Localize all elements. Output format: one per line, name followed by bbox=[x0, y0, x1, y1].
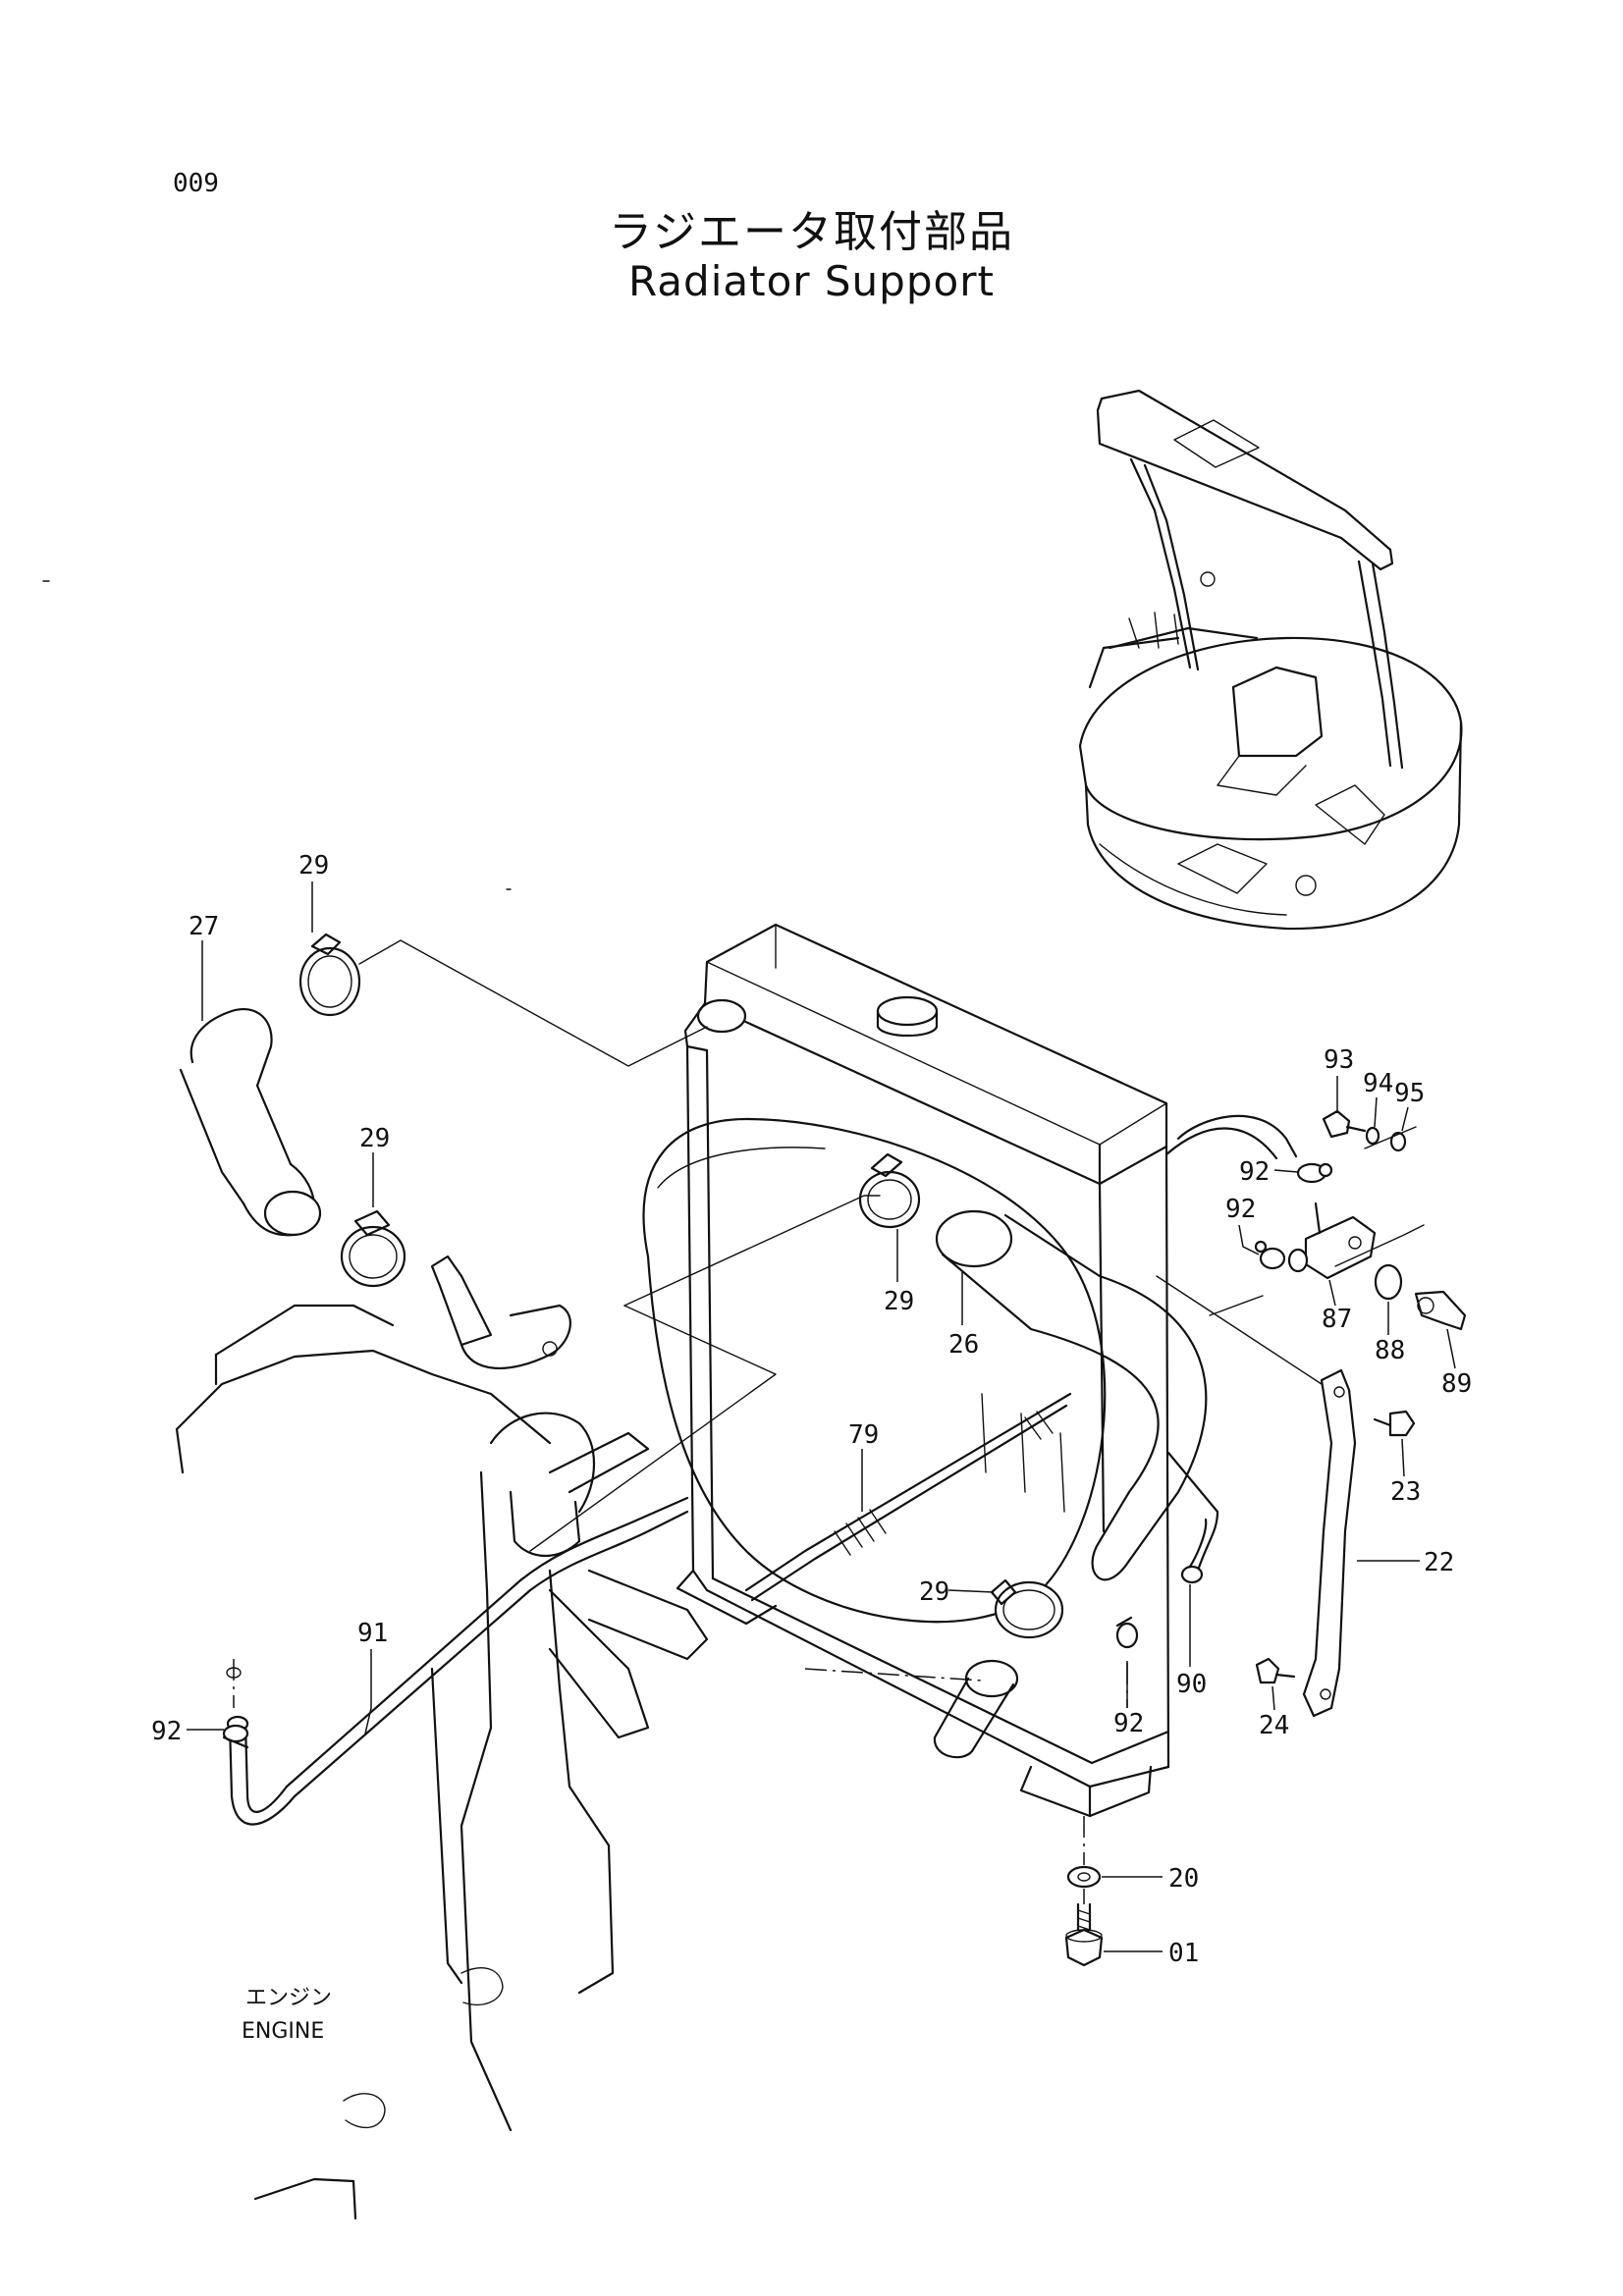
page-title-japanese: ラジエータ取付部品 bbox=[608, 207, 1015, 257]
page-title-english: Radiator Support bbox=[628, 257, 995, 305]
callout-89: 89 bbox=[1441, 1369, 1472, 1399]
part-90-overflow-hose bbox=[1164, 1114, 1298, 1584]
callout-leaders bbox=[187, 881, 1456, 1952]
callout-29-middle-left: 29 bbox=[359, 1124, 390, 1153]
callout-79: 79 bbox=[848, 1420, 879, 1450]
radiator-assembly bbox=[642, 923, 1170, 1818]
part-87-drain-cock bbox=[1287, 1201, 1377, 1280]
callout-92-bottom: 92 bbox=[1113, 1709, 1144, 1738]
callout-01: 01 bbox=[1168, 1939, 1199, 1968]
callout-24: 24 bbox=[1259, 1711, 1289, 1740]
callout-26: 26 bbox=[948, 1330, 979, 1360]
part-29-hose-clamp-c bbox=[858, 1152, 921, 1229]
part-79-drain-cable bbox=[744, 1392, 1072, 1602]
part-91-hose bbox=[226, 1496, 689, 1826]
callout-90: 90 bbox=[1176, 1670, 1207, 1699]
part-29-hose-clamp-a bbox=[298, 933, 361, 1017]
part-94-washer bbox=[1365, 1126, 1380, 1146]
callout-93: 93 bbox=[1324, 1045, 1354, 1075]
callout-27: 27 bbox=[189, 912, 219, 941]
engine-block bbox=[175, 1255, 709, 2220]
callout-91: 91 bbox=[357, 1619, 388, 1648]
callout-92-middle-right: 92 bbox=[1225, 1195, 1256, 1224]
part-22-radiator-stay bbox=[1302, 1368, 1357, 1718]
part-27-upper-radiator-hose bbox=[179, 1008, 322, 1237]
part-29-hose-clamp-b bbox=[340, 1209, 406, 1288]
part-92-clamp-top bbox=[1296, 1162, 1333, 1184]
callout-22: 22 bbox=[1424, 1548, 1454, 1577]
part-93-bolt bbox=[1322, 1109, 1367, 1139]
part-92-clamp-middle bbox=[1254, 1240, 1286, 1270]
engine-label-japanese: エンジン bbox=[245, 1986, 332, 2010]
part-20-washer bbox=[1066, 1865, 1102, 1889]
callout-92-top-right: 92 bbox=[1239, 1157, 1270, 1187]
part-92-clamp-left bbox=[222, 1724, 249, 1749]
part-26-lower-radiator-hose bbox=[935, 1209, 1208, 1581]
callout-92-left: 92 bbox=[151, 1717, 182, 1746]
callout-94: 94 bbox=[1363, 1069, 1393, 1098]
part-24-bolt bbox=[1255, 1657, 1296, 1684]
callout-29-center: 29 bbox=[884, 1287, 914, 1316]
callout-95: 95 bbox=[1394, 1079, 1425, 1108]
machine-overview-illustration bbox=[1078, 389, 1463, 931]
part-88-packing bbox=[1374, 1263, 1403, 1301]
engine-label-english: ENGINE bbox=[242, 2019, 324, 2044]
callout-29-top-left: 29 bbox=[298, 851, 329, 881]
callout-20: 20 bbox=[1168, 1864, 1199, 1894]
callout-87: 87 bbox=[1322, 1305, 1352, 1334]
part-89-plug bbox=[1414, 1290, 1467, 1331]
callout-labels: 29 27 29 29 26 79 29 91 92 93 94 95 92 9… bbox=[151, 851, 1472, 1968]
part-01-bolt bbox=[1064, 1902, 1104, 1967]
part-23-bolt bbox=[1373, 1410, 1416, 1437]
part-29-hose-clamp-d bbox=[990, 1578, 1064, 1639]
assembly-reference-lines bbox=[358, 939, 1425, 1904]
callout-23: 23 bbox=[1390, 1477, 1421, 1507]
part-95-washer bbox=[1389, 1131, 1407, 1152]
callout-88: 88 bbox=[1375, 1336, 1405, 1365]
page-number: 009 bbox=[173, 169, 219, 198]
callout-29-lower: 29 bbox=[919, 1577, 949, 1607]
